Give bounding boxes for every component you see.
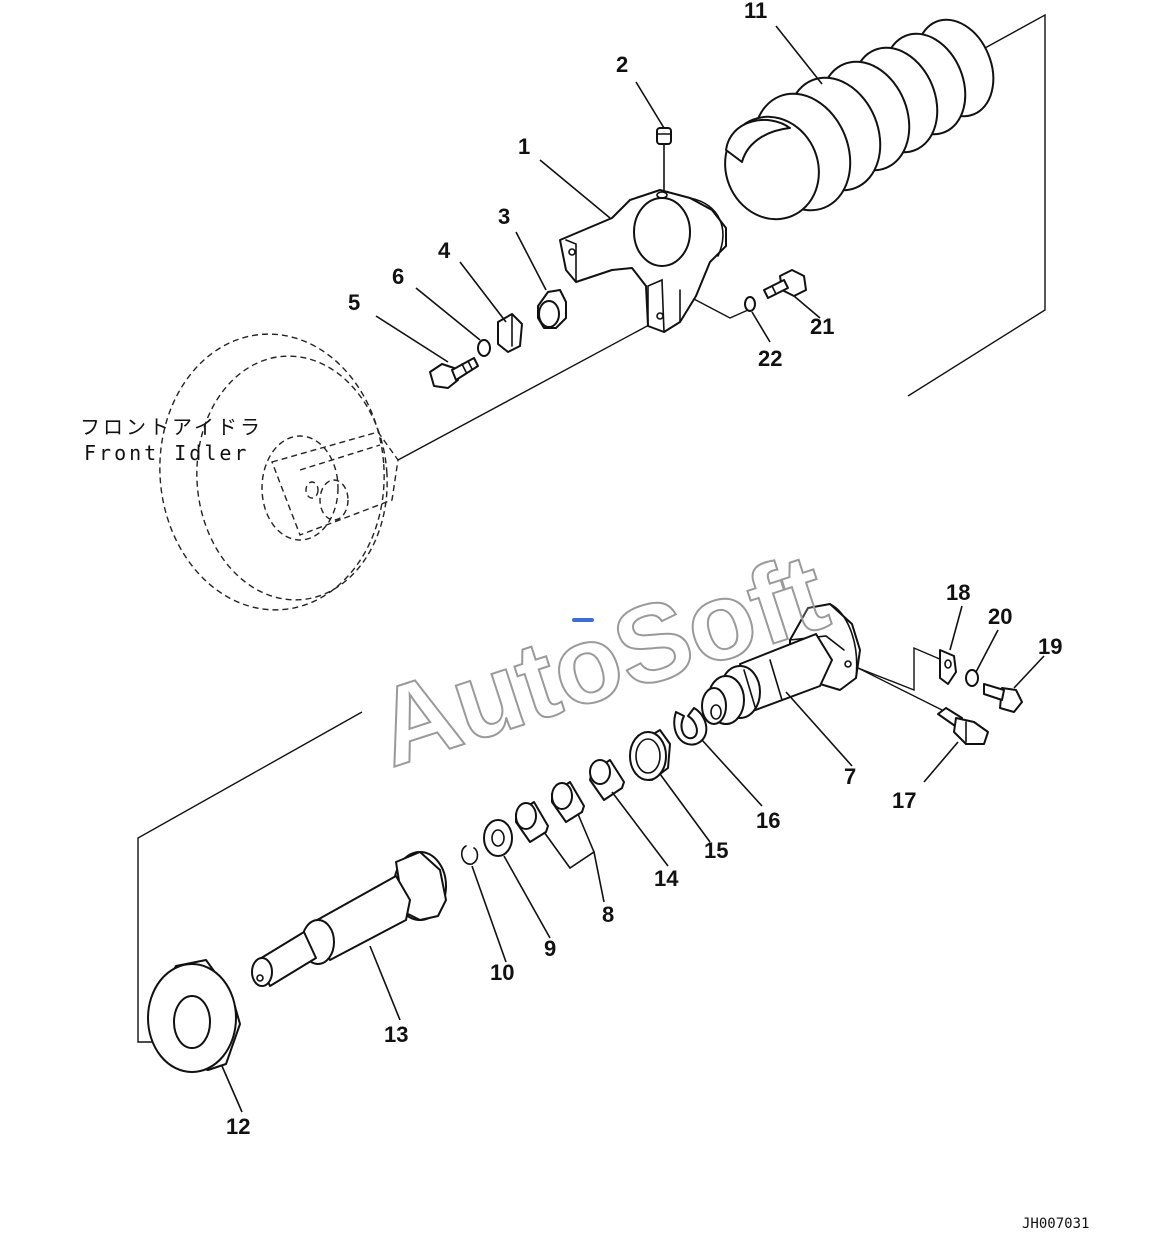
seal-part-9: [483, 819, 513, 857]
snap-ring-part-16: [673, 707, 708, 746]
bolt-part-5: [429, 357, 479, 389]
label-part-18: 18: [946, 580, 970, 605]
front-idler-wheel: [159, 333, 399, 611]
plate-part-4: [497, 313, 523, 353]
label-part-7: 7: [844, 764, 856, 789]
label-part-19: 19: [1038, 634, 1062, 659]
label-part-17: 17: [892, 788, 916, 813]
plate-part-12: [147, 959, 241, 1073]
bushing-part-14: [589, 759, 625, 801]
label-part-10: 10: [490, 960, 514, 985]
piston-rod-part-7: [701, 603, 861, 725]
label-part-1: 1: [518, 134, 530, 159]
drawing-code: JH007031: [1022, 1216, 1089, 1232]
nut-part-3: [537, 289, 567, 329]
label-part-3: 3: [498, 204, 510, 229]
bolt-part-19: [983, 683, 1023, 713]
valve-part-17: [937, 707, 989, 745]
label-part-5: 5: [348, 290, 360, 315]
part-number-labels: 1 2 3 4 5 6 7 8 9 10 11 12 13 14 15 16 1…: [226, 0, 1062, 1139]
assembly-frame-lines: [137, 13, 1046, 1043]
cylinder-part-13: [251, 851, 447, 987]
label-part-6: 6: [392, 264, 404, 289]
bearing-part-15: [629, 729, 671, 781]
washer-part-22: [744, 296, 756, 312]
label-part-13: 13: [384, 1022, 408, 1047]
label-part-21: 21: [810, 314, 834, 339]
label-part-12: 12: [226, 1114, 250, 1139]
label-part-4: 4: [438, 238, 451, 263]
watermark-mark: [572, 618, 594, 622]
caption-english: Front Idler: [84, 441, 249, 465]
washer-part-6: [477, 339, 491, 357]
idler-yoke-part-1: [559, 189, 727, 333]
label-part-15: 15: [704, 838, 728, 863]
label-part-2: 2: [616, 52, 628, 77]
recoil-spring-part-11: [724, 18, 995, 221]
label-part-22: 22: [758, 346, 782, 371]
label-part-9: 9: [544, 936, 556, 961]
label-part-8: 8: [602, 902, 614, 927]
label-part-20: 20: [988, 604, 1012, 629]
bolt-part-21: [763, 269, 807, 299]
caption-japanese: フロントアイドラ: [80, 415, 263, 439]
bushing-part-8: [515, 781, 585, 843]
label-part-14: 14: [654, 866, 679, 891]
label-part-11: 11: [744, 0, 767, 23]
leader-lines: [221, 25, 1045, 1113]
plug-part-2: [656, 127, 672, 191]
plate-part-18: [939, 649, 957, 685]
label-part-16: 16: [756, 808, 780, 833]
washer-part-20: [965, 669, 979, 687]
snap-ring-part-10: [460, 845, 479, 865]
watermark: AutoSoft: [361, 530, 841, 790]
